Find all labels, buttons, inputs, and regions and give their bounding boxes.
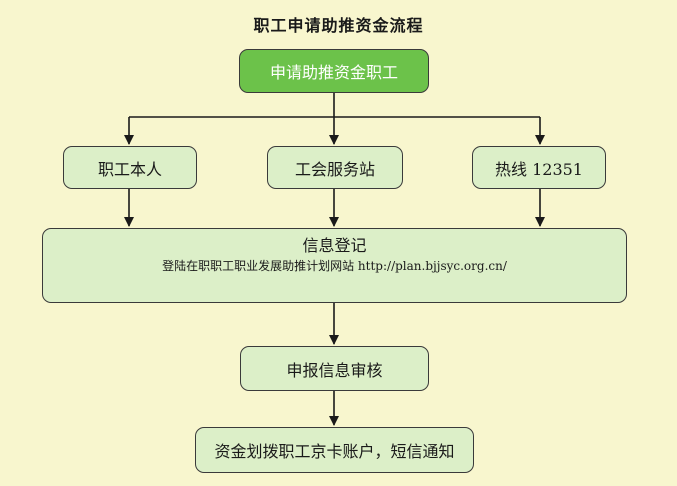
node-register-title: 信息登记 xyxy=(302,236,367,255)
node-register-detail: 登陆在职职工职业发展助推计划网站 http://plan.bjjsyc.org.… xyxy=(162,259,507,273)
node-review-label: 申报信息审核 xyxy=(286,360,383,380)
node-union-station: 工会服务站 xyxy=(267,146,403,189)
diagram-title: 职工申请助推资金流程 xyxy=(253,16,424,35)
node-union-station-label: 工会服务站 xyxy=(294,159,375,179)
node-applicant-label: 申请助推资金职工 xyxy=(269,63,398,82)
node-hotline-label: 热线 12351 xyxy=(495,159,583,179)
node-register: 信息登记 登陆在职职工职业发展助推计划网站 http://plan.bjjsyc… xyxy=(42,228,627,303)
node-review: 申报信息审核 xyxy=(240,346,429,391)
node-applicant: 申请助推资金职工 xyxy=(239,49,429,93)
node-self: 职工本人 xyxy=(63,146,197,189)
node-self-label: 职工本人 xyxy=(97,159,162,179)
node-fund-transfer-label: 资金划拨职工京卡账户，短信通知 xyxy=(214,442,455,461)
node-hotline: 热线 12351 xyxy=(472,146,606,189)
node-fund-transfer: 资金划拨职工京卡账户，短信通知 xyxy=(195,427,474,473)
